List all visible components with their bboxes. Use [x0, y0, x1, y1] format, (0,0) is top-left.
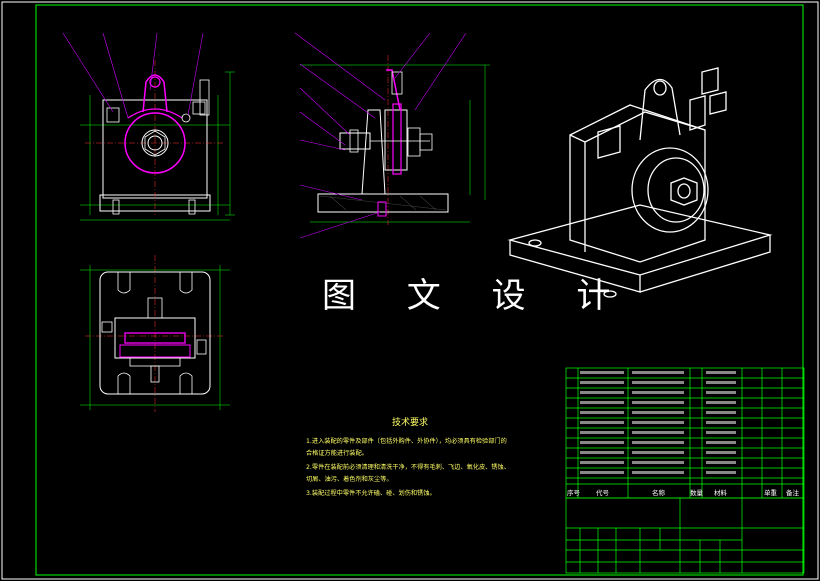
requirement-line: 3.装配过程中零件不允许磕、碰、划伤和锈蚀。 — [306, 490, 436, 497]
bom-header-remark: 备注 — [786, 489, 799, 497]
technical-requirements-title: 技术要求 — [392, 418, 429, 428]
bom-row-cells — [580, 371, 736, 474]
watermark-text: 图 文 设 计 — [322, 276, 631, 316]
bom-header-code: 代号 — [596, 489, 609, 497]
bom-table — [565, 367, 805, 574]
bom-header-qty: 数量 — [690, 489, 703, 497]
requirement-line: 2.零件在装配前必须清理和清洗干净，不得有毛刺、飞边、氧化皮、锈蚀、 — [306, 464, 510, 471]
inner-frame — [35, 4, 804, 576]
requirement-line: 1.进入装配的零件及部件（包括外购件、外协件），均必须具有检验部门的 — [306, 438, 507, 445]
bom-header-material: 材料 — [714, 489, 727, 497]
requirement-line: 切屑、油污、着色剂和灰尘等。 — [306, 476, 393, 483]
bom-header-weight: 单重 — [764, 489, 777, 497]
side-section-view — [294, 32, 490, 239]
front-view — [62, 32, 235, 221]
bom-header-seq: 序号 — [567, 489, 580, 497]
bom-header-name: 名称 — [652, 489, 665, 497]
top-view — [80, 255, 230, 412]
requirement-line: 合格证方能进行装配。 — [306, 450, 368, 457]
isometric-view — [507, 67, 773, 298]
